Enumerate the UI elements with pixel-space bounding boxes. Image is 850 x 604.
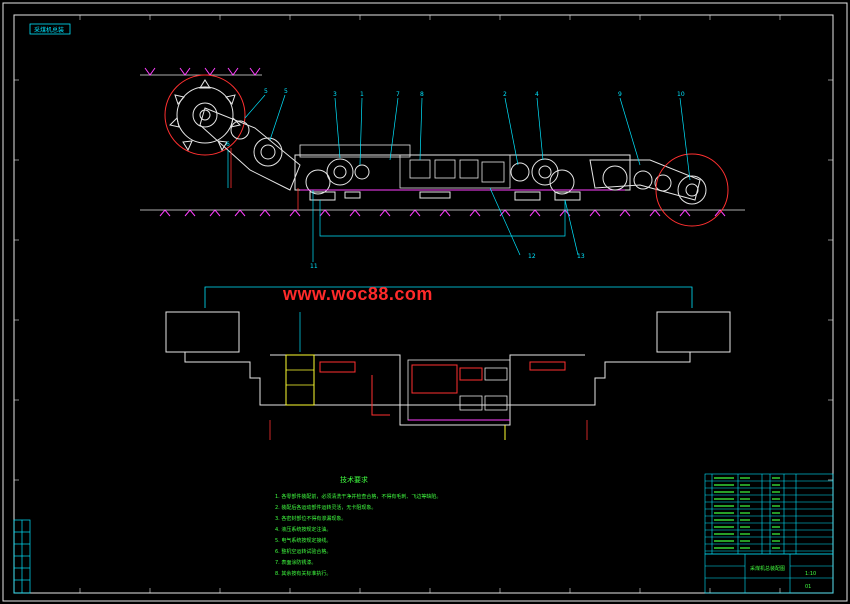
right-drum-plan	[656, 311, 731, 353]
balloon-10: 10	[677, 91, 685, 98]
tech-req-1: 1. 各零部件装配前，必须清洗干净并检查合格，不得有毛刺、飞边等缺陷。	[275, 493, 441, 500]
tech-req-6: 6. 整机空运转试验合格。	[275, 548, 331, 555]
side-revision-block	[13, 519, 31, 594]
tech-req-8: 8. 其余按有关标准执行。	[275, 570, 331, 577]
tech-req-5: 5. 电气系统按规定接线。	[275, 537, 331, 544]
balloon-9: 9	[618, 91, 622, 98]
parts-list	[704, 473, 834, 555]
balloon-5b: 5	[284, 88, 288, 95]
watermark: www.woc88.com	[283, 284, 433, 304]
parts-list-entries	[714, 477, 780, 549]
tech-req-7: 7. 表面涂防锈漆。	[275, 559, 316, 566]
balloon-8: 8	[420, 91, 424, 98]
tech-req-title: 技术要求	[340, 475, 368, 484]
balloon-2: 2	[503, 91, 507, 98]
tech-req-3: 3. 各密封部位不得有渗漏现象。	[275, 515, 346, 522]
drawing-tag-box	[29, 23, 71, 35]
tech-req-4: 4. 液压系统按规定注油。	[275, 526, 331, 533]
drawing-tag: 采煤机总装	[34, 27, 65, 34]
left-cutting-drum	[164, 74, 246, 156]
balloon-6: 6	[226, 141, 230, 148]
balloon-12: 12	[528, 253, 536, 260]
inner-frame	[13, 14, 834, 594]
balloon-3: 3	[333, 91, 337, 98]
balloon-1: 1	[360, 91, 364, 98]
right-cutting-drum	[655, 153, 729, 227]
left-drum-plan	[165, 311, 240, 353]
tech-req-2: 2. 装配后各运动部件运转灵活，无卡阻现象。	[275, 504, 376, 511]
title-drawing-name: 采煤机总装配图	[750, 565, 785, 572]
plan-view	[165, 286, 731, 440]
balloon-11: 11	[310, 263, 318, 270]
zone-markers	[14, 15, 833, 593]
balloon-4: 4	[535, 91, 539, 98]
balloon-13: 13	[577, 253, 585, 260]
balloon-7: 7	[396, 91, 400, 98]
tech-requirements: 技术要求 1. 各零部件装配前，必须清洗干净并检查合格，不得有毛刺、飞边等缺陷。…	[275, 475, 441, 577]
title-block	[704, 553, 834, 594]
title-scale: 1:10	[805, 571, 816, 577]
balloon-5a: 5	[264, 88, 268, 95]
front-elevation: 5 5 3 1 7 8 2 4 9 10 12 13 11 6	[140, 67, 745, 270]
yellow-gear-assembly	[285, 354, 315, 406]
title-sheet: 01	[805, 584, 811, 590]
